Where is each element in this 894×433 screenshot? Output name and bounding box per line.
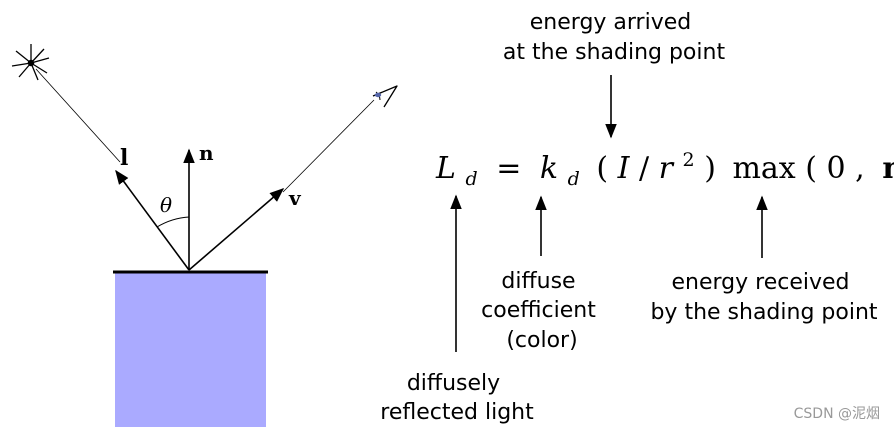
light-vector-arrow [115, 169, 190, 271]
eq-max: max [732, 151, 795, 186]
view-ray [282, 99, 375, 193]
eq-r-exponent: 2 [683, 149, 695, 171]
annotation-line: coefficient [481, 298, 596, 323]
normal-vector-label: n [199, 141, 214, 165]
annotation-line: energy arrived [530, 10, 691, 35]
eq-slash: / [639, 151, 650, 186]
eq-r-symbol: r [659, 151, 675, 186]
annotation-energy-arrived: energy arrived at the shading point [503, 10, 726, 65]
light-ray [35, 68, 121, 163]
light-vector-label: l [120, 145, 128, 171]
eq-intensity: I [617, 151, 631, 186]
watermark: CSDN @泥烟 [794, 406, 880, 422]
annotation-line: energy received [671, 270, 849, 295]
eq-max-open: ( [805, 151, 817, 186]
eq-lhs-subscript: d [465, 168, 477, 190]
eq-comma: , [855, 151, 865, 186]
annotation-diffuse-coefficient: diffuse coefficient (color) [481, 269, 603, 353]
annotation-line: diffusely [407, 371, 500, 396]
view-vector-arrow [188, 188, 285, 271]
light-source-icon [11, 44, 50, 81]
annotation-diffusely-reflected: diffusely reflected light [380, 371, 534, 425]
eq-n-vector: n [882, 151, 894, 186]
view-vector-label: v [288, 186, 302, 210]
eq-k-symbol: k [540, 151, 558, 186]
eq-paren-close: ) [704, 151, 716, 186]
eq-paren-open: ( [596, 151, 608, 186]
angle-arc [156, 216, 190, 228]
eq-equals: = [496, 151, 521, 186]
annotation-line: by the shading point [650, 300, 877, 325]
annotation-line: diffuse [501, 269, 575, 294]
annotation-line: (color) [506, 328, 577, 353]
eq-k-subscript: d [568, 168, 580, 190]
surface-block [115, 272, 266, 427]
eye-icon [372, 85, 398, 108]
annotation-line: reflected light [380, 400, 534, 425]
eq-lhs-symbol: L [435, 151, 456, 186]
angle-theta-label: θ [160, 193, 172, 217]
annotation-line: at the shading point [503, 40, 726, 65]
shading-equation: L d = k d ( I / r 2 ) max ( 0 , n · l ) [435, 139, 894, 193]
annotation-energy-received: energy received by the shading point [650, 270, 877, 325]
eq-zero: 0 [827, 151, 846, 186]
